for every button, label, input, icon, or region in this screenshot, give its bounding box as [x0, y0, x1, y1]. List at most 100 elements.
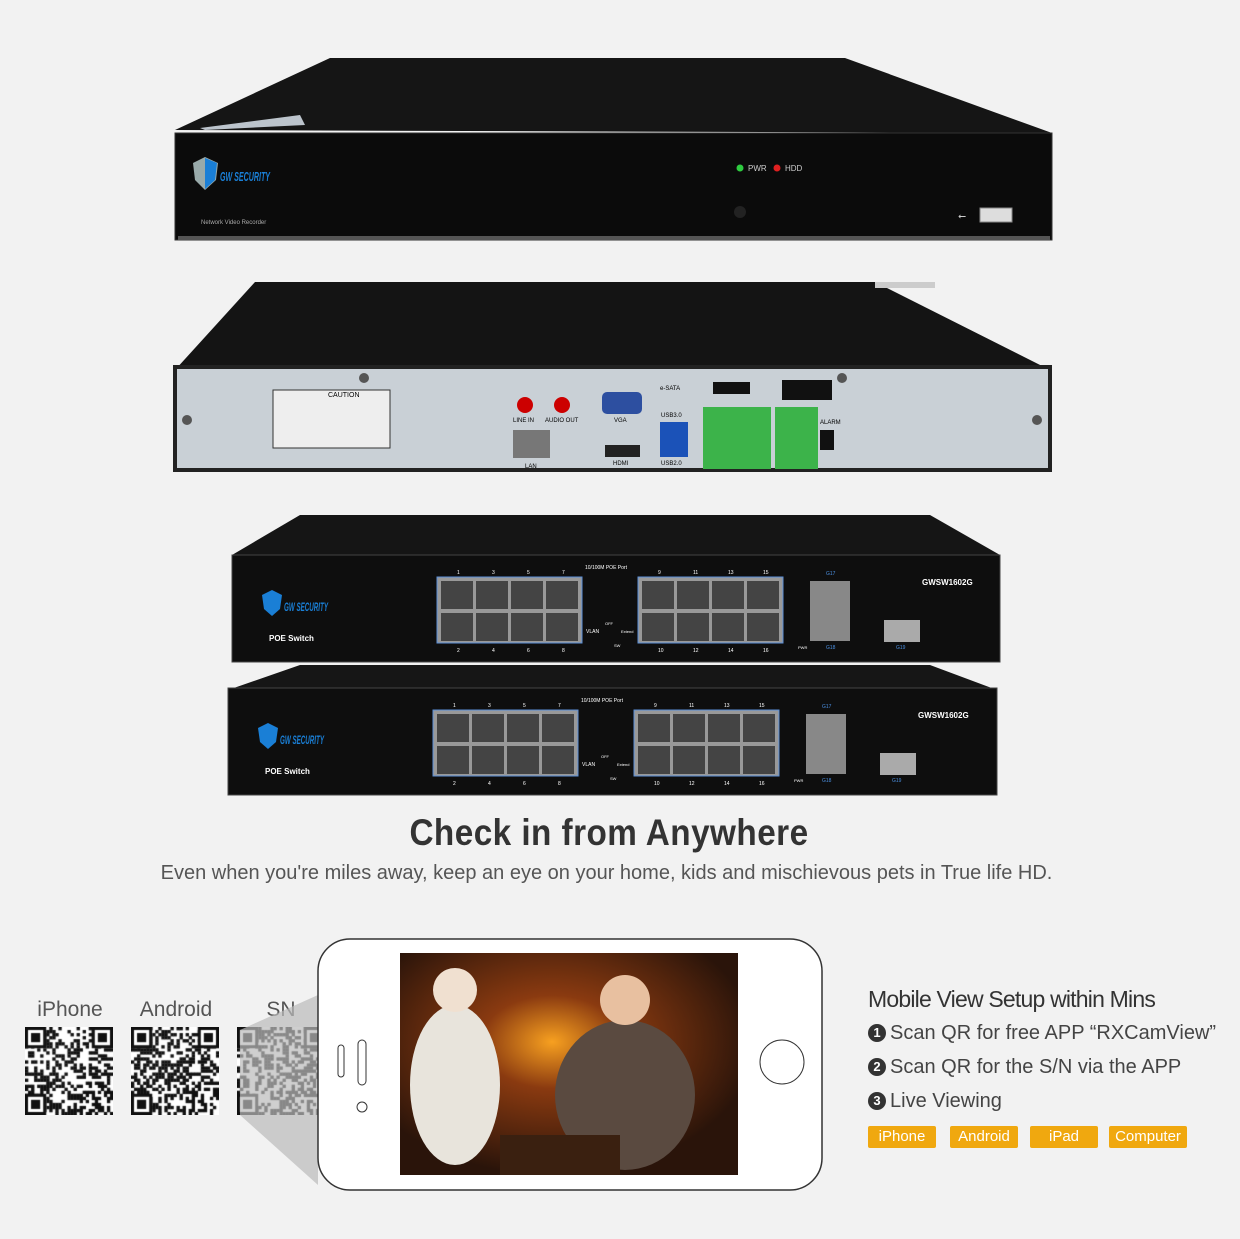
rj45-port[interactable] [546, 613, 578, 641]
audio-out-label: AUDIO OUT [545, 418, 579, 424]
rj45-port[interactable] [743, 746, 775, 774]
rj45-port[interactable] [507, 746, 539, 774]
rj45-port[interactable] [476, 581, 508, 609]
switch-label: POE Switch [265, 767, 310, 776]
port-number: 6 [523, 781, 526, 787]
ir-receiver [734, 206, 746, 218]
subheadline: Even when you're miles away, keep an eye… [160, 862, 1053, 884]
vlan-label: VLAN [586, 629, 599, 635]
rj45-port[interactable] [673, 714, 705, 742]
rj45-port[interactable] [476, 613, 508, 641]
port-number: 12 [693, 648, 699, 654]
rj45-port[interactable] [638, 746, 670, 774]
usb3-label: USB3.0 [661, 413, 682, 419]
step-text: Scan QR for the S/N via the APP [890, 1056, 1182, 1078]
step-number-icon: 2 [868, 1058, 886, 1076]
extend-label: Extend [621, 629, 633, 634]
step-text: Scan QR for free APP “RXCamView” [890, 1022, 1217, 1044]
port-number: 10 [658, 648, 664, 654]
gw-logo: GW SECURITY [193, 157, 271, 190]
port-number: 6 [527, 648, 530, 654]
rj45-port[interactable] [747, 613, 779, 641]
uplink-label: G18 [822, 778, 832, 784]
rj45-port[interactable] [472, 714, 504, 742]
headline: Check in from Anywhere [409, 812, 809, 853]
lan-label: LAN [525, 464, 537, 470]
rj45-port[interactable] [511, 581, 543, 609]
port-number: 11 [693, 570, 698, 576]
rj45-port[interactable] [708, 746, 740, 774]
port-number: 8 [558, 781, 561, 787]
rj45-port[interactable] [437, 714, 469, 742]
rj45-port[interactable] [638, 714, 670, 742]
rj45-port[interactable] [677, 613, 709, 641]
rj45-port[interactable] [708, 714, 740, 742]
port-number: 15 [763, 570, 769, 576]
port-number: 5 [527, 570, 530, 576]
qr-code-android [131, 1027, 219, 1115]
rj45-port[interactable] [546, 581, 578, 609]
port-number: 9 [658, 570, 661, 576]
rj45-port[interactable] [542, 746, 574, 774]
port-number: 15 [759, 703, 765, 709]
rj45-port[interactable] [472, 746, 504, 774]
switch-brand: GW SECURITY [284, 600, 329, 614]
uplink-ports[interactable] [806, 714, 846, 774]
poe-switches-image: GW SECURITY POE Switch GWSW1602G 10/100M PO… [227, 515, 1001, 796]
switch-face-2: GW SECURITY POE Switch GWSW1602G 10/100M PO… [258, 698, 969, 787]
rj45-port[interactable] [673, 746, 705, 774]
home-button [759, 1039, 805, 1085]
port-number: 10 [654, 781, 660, 787]
pwr-led [736, 164, 744, 172]
uplink-label: G19 [896, 645, 906, 651]
pwr-label: PWR [794, 778, 803, 783]
rj45-port[interactable] [642, 613, 674, 641]
hdd-label: HDD [785, 164, 803, 173]
uplink-label: G17 [826, 571, 836, 577]
poe-switch-1 [231, 515, 1001, 663]
nvr-model-label: Network Video Recorder [201, 220, 266, 226]
rj45-port[interactable] [743, 714, 775, 742]
switch-model: GWSW1602G [918, 711, 969, 720]
usb-port [979, 207, 1013, 223]
port-number: 3 [488, 703, 491, 709]
rj45-port[interactable] [437, 746, 469, 774]
usb2-label: USB2.0 [661, 461, 682, 467]
platform-badge-ipad: iPad [1030, 1126, 1098, 1148]
switch-model: GWSW1602G [922, 578, 973, 587]
port-number: 2 [453, 781, 456, 787]
line-in-label: LINE IN [513, 418, 534, 424]
live-view-photo [400, 953, 738, 1175]
rj45-port[interactable] [712, 613, 744, 641]
rj45-port[interactable] [642, 581, 674, 609]
nvr-brand: GW SECURITY [220, 169, 271, 184]
sfp-port[interactable] [880, 753, 916, 775]
rj45-port[interactable] [441, 613, 473, 641]
rj45-port[interactable] [511, 613, 543, 641]
rj45-port[interactable] [747, 581, 779, 609]
hdmi-label: HDMI [613, 461, 629, 467]
uplink-label: G19 [892, 778, 902, 784]
qr-code-iphone [25, 1027, 113, 1115]
rj45-port[interactable] [712, 581, 744, 609]
uplink-ports[interactable] [810, 581, 850, 641]
rj45-port[interactable] [542, 714, 574, 742]
rj45-port[interactable] [507, 714, 539, 742]
hdd-led [773, 164, 781, 172]
port-number: 7 [562, 570, 565, 576]
poe-switch-2 [227, 665, 998, 796]
rj45-port[interactable] [441, 581, 473, 609]
sw-label: SW [614, 643, 621, 648]
port-number: 12 [689, 781, 695, 787]
sfp-port[interactable] [884, 620, 920, 642]
port-number: 2 [457, 648, 460, 654]
rj45-port[interactable] [677, 581, 709, 609]
phone-illustration [240, 938, 823, 1191]
esata-label: e-SATA [660, 386, 680, 392]
step-number-icon: 1 [868, 1024, 886, 1042]
port-group-label: 10/100M POE Port [581, 698, 624, 704]
caution-label: CAUTION [328, 392, 360, 399]
port-number: 4 [488, 781, 491, 787]
switch-brand: GW SECURITY [280, 733, 325, 747]
